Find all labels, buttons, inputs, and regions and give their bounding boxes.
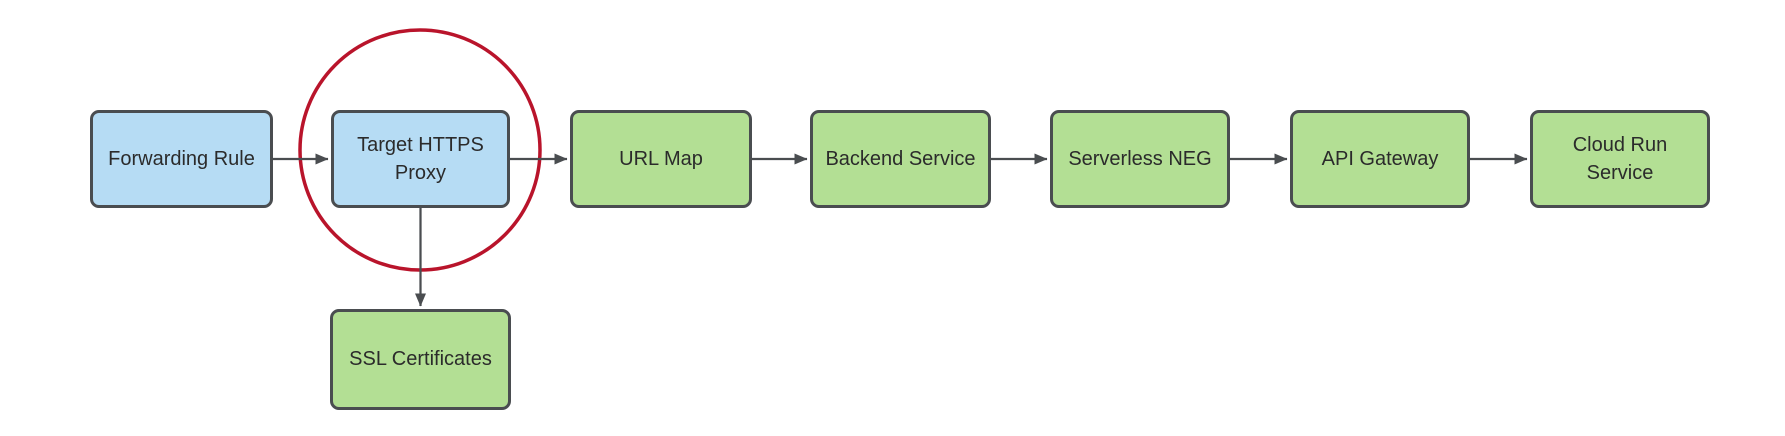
- node-serverless-neg-label: Serverless NEG: [1068, 147, 1212, 170]
- node-backend-service-label: Backend Service: [825, 147, 976, 170]
- node-ssl-certificates: SSL Certificates: [330, 309, 511, 410]
- node-cloud-run-service-label: Cloud Run Service: [1572, 133, 1668, 184]
- node-forwarding-rule: Forwarding Rule: [90, 110, 273, 208]
- node-forwarding-rule-label: Forwarding Rule: [108, 147, 255, 170]
- node-cloud-run-service: Cloud Run Service: [1530, 110, 1710, 208]
- node-target-https-proxy: Target HTTPS Proxy: [331, 110, 510, 208]
- node-api-gateway-label: API Gateway: [1321, 147, 1439, 170]
- node-api-gateway: API Gateway: [1290, 110, 1470, 208]
- node-serverless-neg: Serverless NEG: [1050, 110, 1230, 208]
- node-url-map-label: URL Map: [619, 147, 703, 170]
- node-url-map: URL Map: [570, 110, 752, 208]
- node-target-https-proxy-label: Target HTTPS Proxy: [357, 133, 484, 184]
- node-ssl-certificates-label: SSL Certificates: [349, 348, 492, 371]
- node-backend-service: Backend Service: [810, 110, 991, 208]
